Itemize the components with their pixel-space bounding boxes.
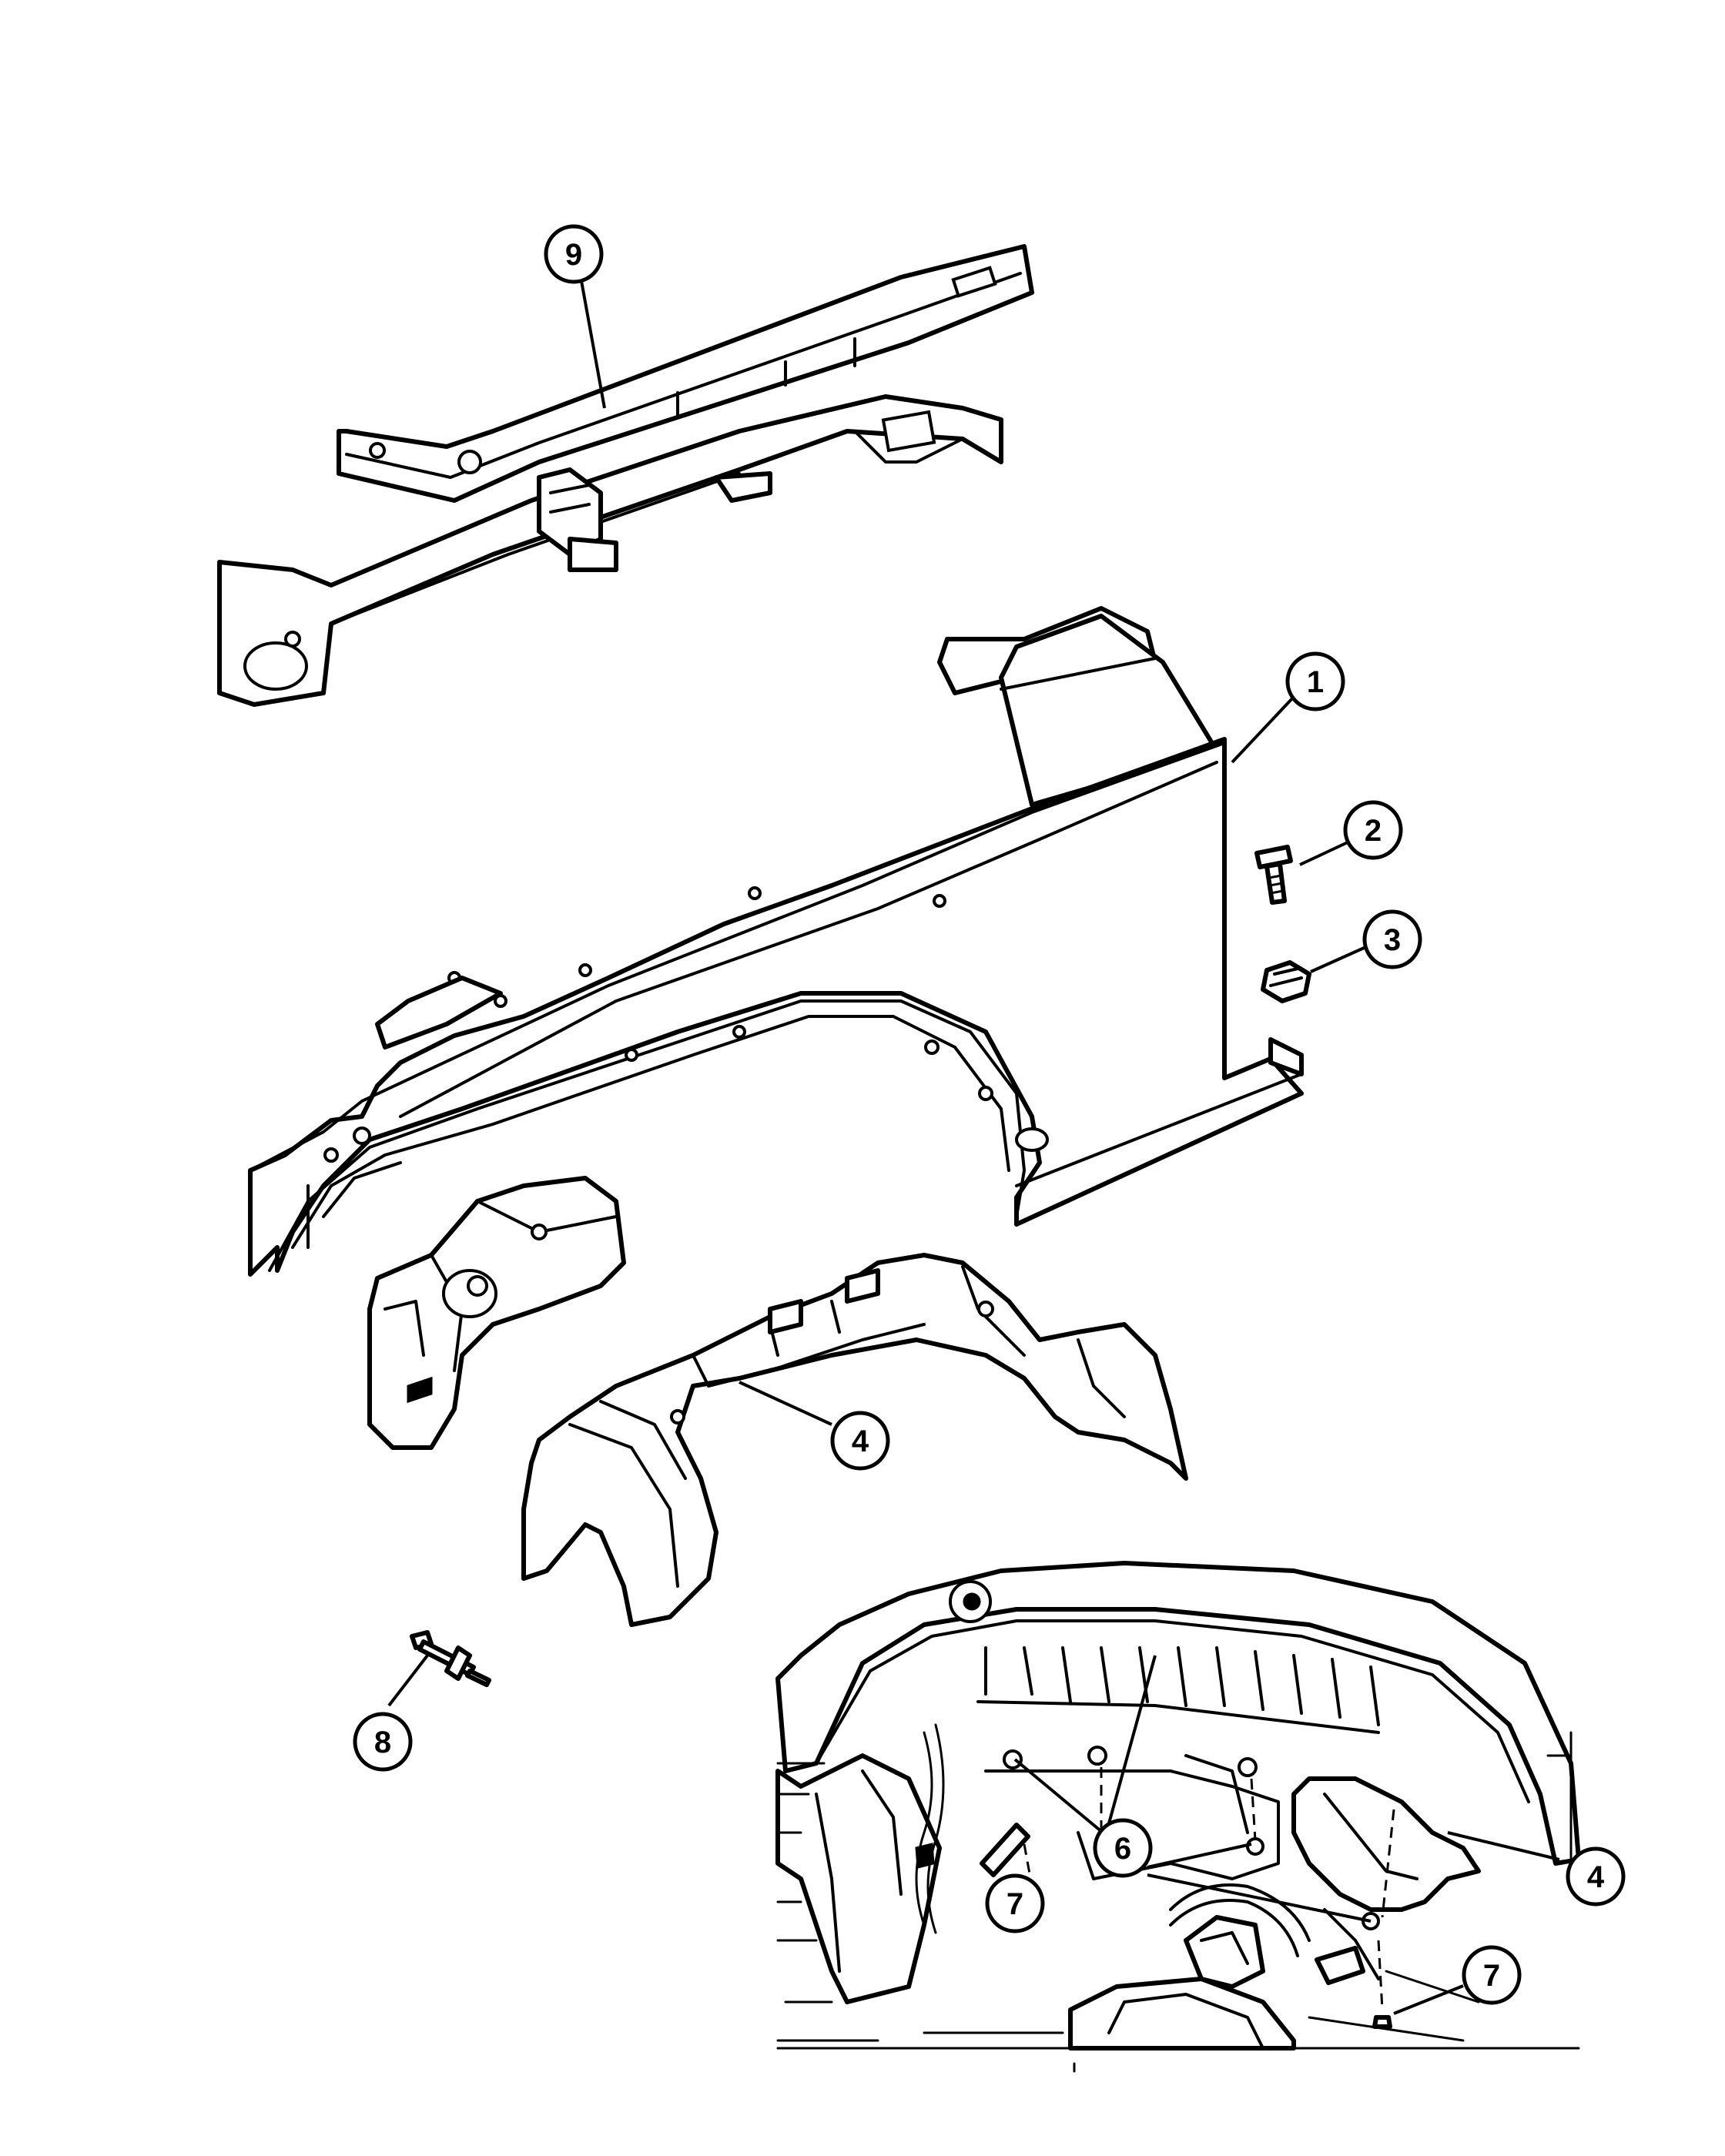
callout-9-label: 9 — [565, 238, 582, 272]
push-pin-rivet — [410, 1630, 491, 1687]
callout-2-label: 2 — [1365, 814, 1382, 848]
leader-7b — [1393, 1984, 1464, 2015]
callout-7b: 7 — [1462, 1945, 1522, 2005]
callout-6-label: 6 — [1114, 1832, 1131, 1866]
callout-9: 9 — [544, 224, 604, 284]
callout-4a-label: 4 — [852, 1424, 869, 1458]
leader-3 — [1310, 944, 1370, 973]
callout-8: 8 — [353, 1712, 413, 1772]
leader-9 — [580, 280, 606, 409]
callout-7a-label: 7 — [1007, 1887, 1023, 1921]
callout-4b: 4 — [1566, 1846, 1626, 1907]
fender — [248, 606, 1304, 1277]
frame-crossmember — [217, 244, 1034, 707]
wheelhouse-liner — [521, 1253, 1188, 1627]
callout-3-label: 3 — [1384, 923, 1401, 957]
leader-8 — [387, 1654, 429, 1707]
bolt — [1254, 845, 1293, 905]
wheelhouse-bracket — [367, 1176, 626, 1450]
leader-4a — [739, 1381, 832, 1426]
leader-6d — [1147, 1873, 1372, 1923]
callout-1-label: 1 — [1307, 665, 1324, 699]
leader-4b — [1447, 1831, 1560, 1861]
clip-nut — [1261, 960, 1311, 1003]
callout-3: 3 — [1362, 909, 1422, 969]
leader-6a — [1013, 1758, 1104, 1834]
callout-2: 2 — [1343, 800, 1403, 860]
leader-1 — [1231, 695, 1295, 764]
callout-7b-label: 7 — [1483, 1959, 1500, 1993]
callout-1: 1 — [1285, 651, 1345, 711]
callout-7a: 7 — [985, 1873, 1045, 1933]
callout-4b-label: 4 — [1587, 1860, 1605, 1894]
leader-6b — [1107, 1655, 1157, 1824]
callout-8-label: 8 — [374, 1726, 391, 1759]
callout-4a: 4 — [830, 1411, 890, 1471]
callout-6: 6 — [1093, 1818, 1153, 1878]
installed-view — [775, 1561, 1581, 2073]
leader-2 — [1299, 840, 1350, 866]
leader-6c — [1147, 1843, 1252, 1869]
